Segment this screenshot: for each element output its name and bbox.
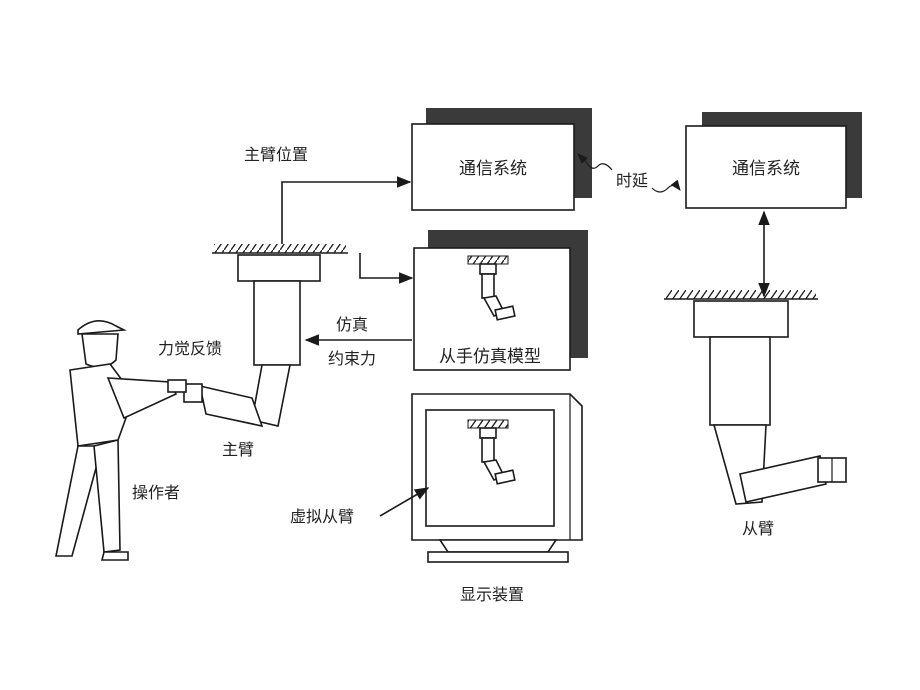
sim-constraint-label-1: 仿真 <box>336 315 368 334</box>
slave-arm-label: 从臂 <box>742 519 774 538</box>
operator-figure <box>55 320 187 561</box>
virtual-slave-arm-pointer <box>379 487 430 517</box>
master-position-signal: 主臂位置 <box>244 145 414 284</box>
slave-ceiling-hatch <box>666 290 816 299</box>
comm-system-left-box: 通信系统 <box>411 108 592 211</box>
master-ceiling-hatch <box>214 244 346 253</box>
time-delay-link: 时延 <box>577 153 681 193</box>
operator-label: 操作者 <box>132 483 180 502</box>
comm-system-left-label: 通信系统 <box>459 159 527 179</box>
force-feedback-label: 力觉反馈 <box>158 339 222 358</box>
slave-arm <box>664 210 847 505</box>
sim-constraint-label-2: 约束力 <box>328 349 376 368</box>
display-device: 显示装置 <box>411 393 583 604</box>
virtual-robot-arm-icon <box>467 419 516 485</box>
slave-sim-model-label: 从手仿真模型 <box>439 347 541 367</box>
sim-constraint-force: 仿真 约束力 <box>304 315 412 368</box>
master-arm <box>183 244 348 428</box>
comm-system-right-box: 通信系统 <box>685 112 862 209</box>
master-arm-position-label: 主臂位置 <box>244 145 308 164</box>
virtual-slave-arm-label: 虚拟从臂 <box>290 507 354 526</box>
comm-system-right-label: 通信系统 <box>732 159 800 179</box>
display-device-label: 显示装置 <box>460 585 524 604</box>
master-arm-label: 主臂 <box>222 440 254 459</box>
sim-robot-arm-icon <box>467 255 516 321</box>
slave-sim-model-box: 从手仿真模型 <box>413 230 588 371</box>
time-delay-label: 时延 <box>616 171 648 190</box>
